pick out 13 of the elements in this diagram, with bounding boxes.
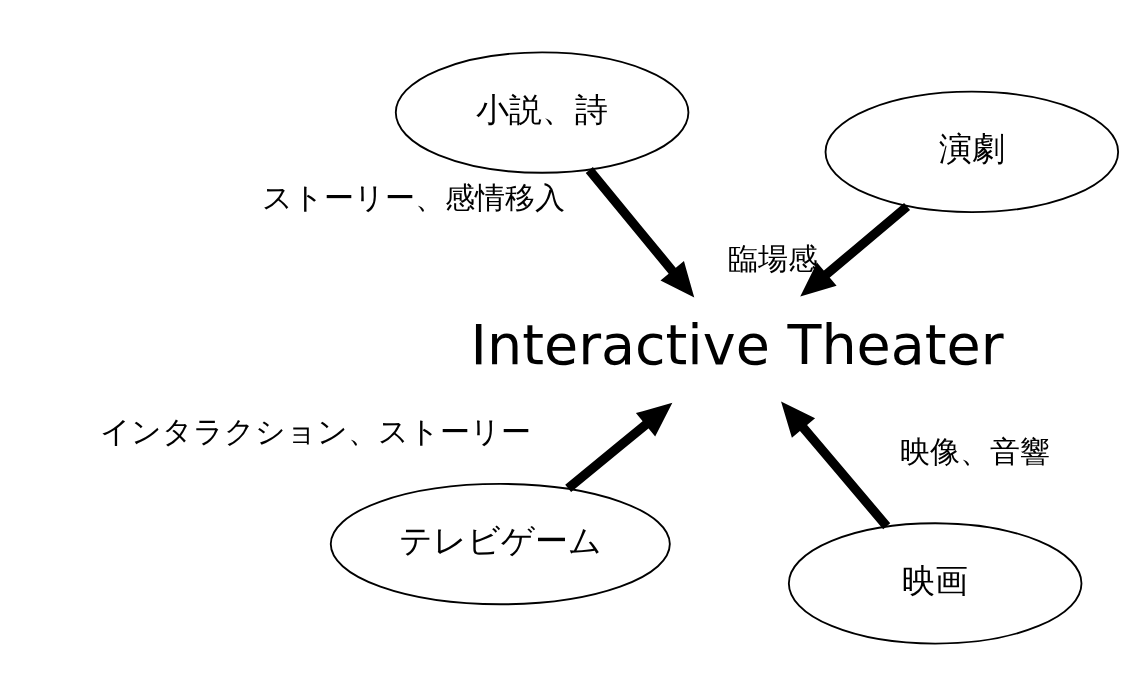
node-ellipse: 小説、詩 xyxy=(394,51,690,174)
edge-label: インタラクション、ストーリー xyxy=(100,413,532,449)
arrow xyxy=(781,401,891,530)
node-text: Interactive Theater xyxy=(470,311,1004,377)
node-ellipse: テレビゲーム xyxy=(329,483,671,606)
node-ellipse: 演劇 xyxy=(824,90,1120,213)
arrow xyxy=(800,202,911,297)
arrow xyxy=(585,167,695,298)
arrow xyxy=(565,402,673,492)
edge-label: 映像、音響 xyxy=(900,434,1051,470)
node-ellipse: 映画 xyxy=(787,522,1083,645)
edge-label: ストーリー、感情移入 xyxy=(261,180,565,216)
edge-label: 臨場感 xyxy=(728,241,819,277)
